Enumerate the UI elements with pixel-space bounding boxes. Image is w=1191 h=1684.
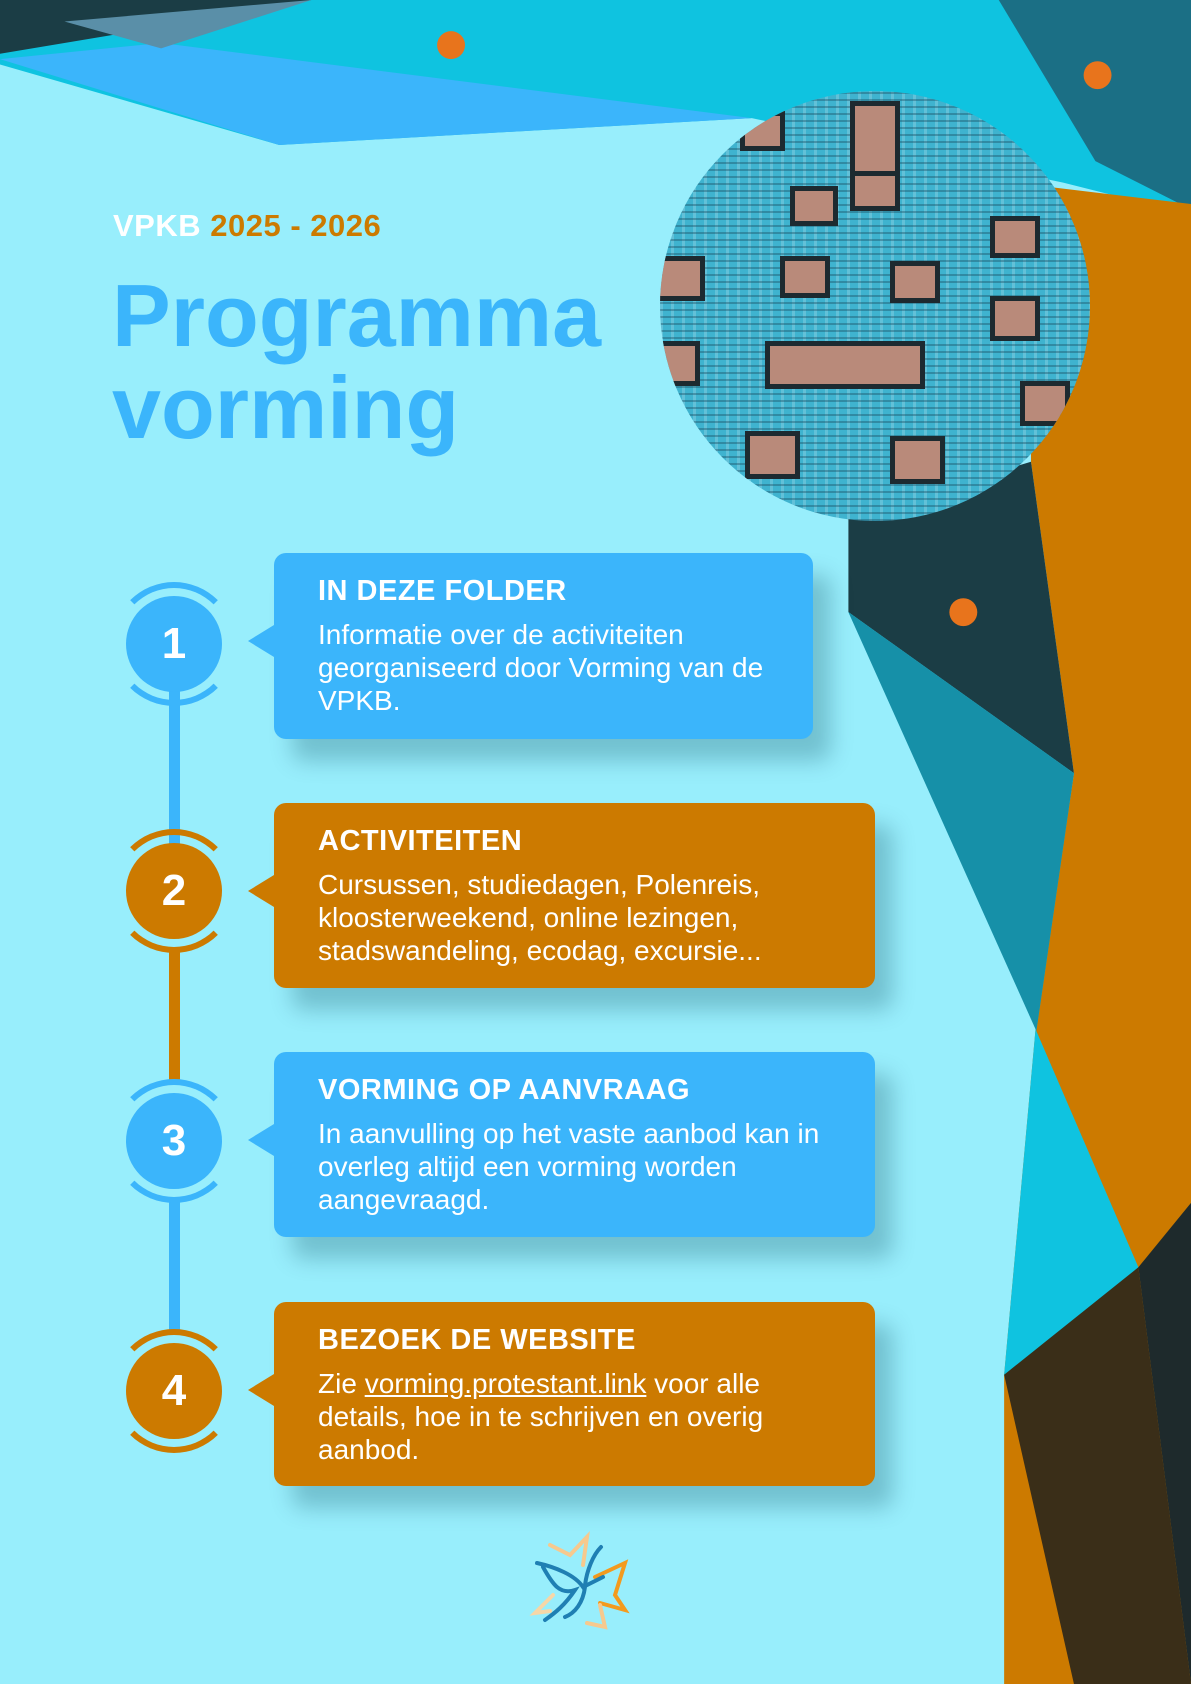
step-number: 1 bbox=[126, 596, 222, 692]
orange-dot bbox=[437, 31, 466, 60]
step-number: 2 bbox=[126, 843, 222, 939]
step-number: 4 bbox=[126, 1343, 222, 1439]
dove-star-logo bbox=[529, 1531, 630, 1630]
building-photo bbox=[660, 91, 1090, 521]
step-card-website: BEZOEK DE WEBSITE Zie vorming.protestant… bbox=[248, 1302, 875, 1486]
orange-dot bbox=[949, 598, 978, 627]
step-heading: BEZOEK DE WEBSITE bbox=[318, 1324, 636, 1356]
timeline-segment bbox=[169, 950, 180, 1080]
step-ring bbox=[112, 1079, 236, 1203]
years: 2025 - 2026 bbox=[210, 208, 382, 243]
text-before: Zie bbox=[318, 1368, 365, 1399]
title-line-2: vorming bbox=[112, 358, 460, 457]
step-text: Informatie over de activiteiten georgani… bbox=[318, 619, 764, 716]
timeline-segment bbox=[169, 690, 180, 890]
step-text: Zie vorming.protestant.link voor alle de… bbox=[318, 1367, 849, 1466]
step-card-folder: IN DEZE FOLDER Informatie over de activi… bbox=[248, 553, 813, 739]
timeline-segment bbox=[169, 1200, 180, 1330]
step-heading: IN DEZE FOLDER bbox=[318, 575, 567, 607]
step-card-aanvraag: VORMING OP AANVRAAG In aanvulling op het… bbox=[248, 1052, 875, 1237]
step-heading: VORMING OP AANVRAAG bbox=[318, 1074, 691, 1106]
org-name: VPKB bbox=[113, 208, 202, 243]
step-text: Cursussen, studiedagen, Polenreis, kloos… bbox=[318, 869, 762, 966]
text-after: voor alle details, hoe in te schrijven e… bbox=[318, 1368, 764, 1465]
step-heading: ACTIVITEITEN bbox=[318, 825, 523, 857]
step-text: In aanvulling op het vaste aanbod kan in… bbox=[318, 1118, 820, 1215]
step-card-activiteiten: ACTIVITEITEN Cursussen, studiedagen, Pol… bbox=[248, 803, 875, 988]
step-number: 3 bbox=[126, 1093, 222, 1189]
title-line-1: Programma bbox=[112, 266, 602, 365]
header-kicker: VPKB 2025 - 2026 bbox=[113, 208, 381, 244]
step-ring bbox=[112, 582, 236, 706]
step-ring bbox=[112, 1329, 236, 1453]
step-ring bbox=[112, 829, 236, 953]
website-link[interactable]: vorming.protestant.link bbox=[364, 1368, 647, 1399]
orange-dot bbox=[1083, 61, 1112, 90]
